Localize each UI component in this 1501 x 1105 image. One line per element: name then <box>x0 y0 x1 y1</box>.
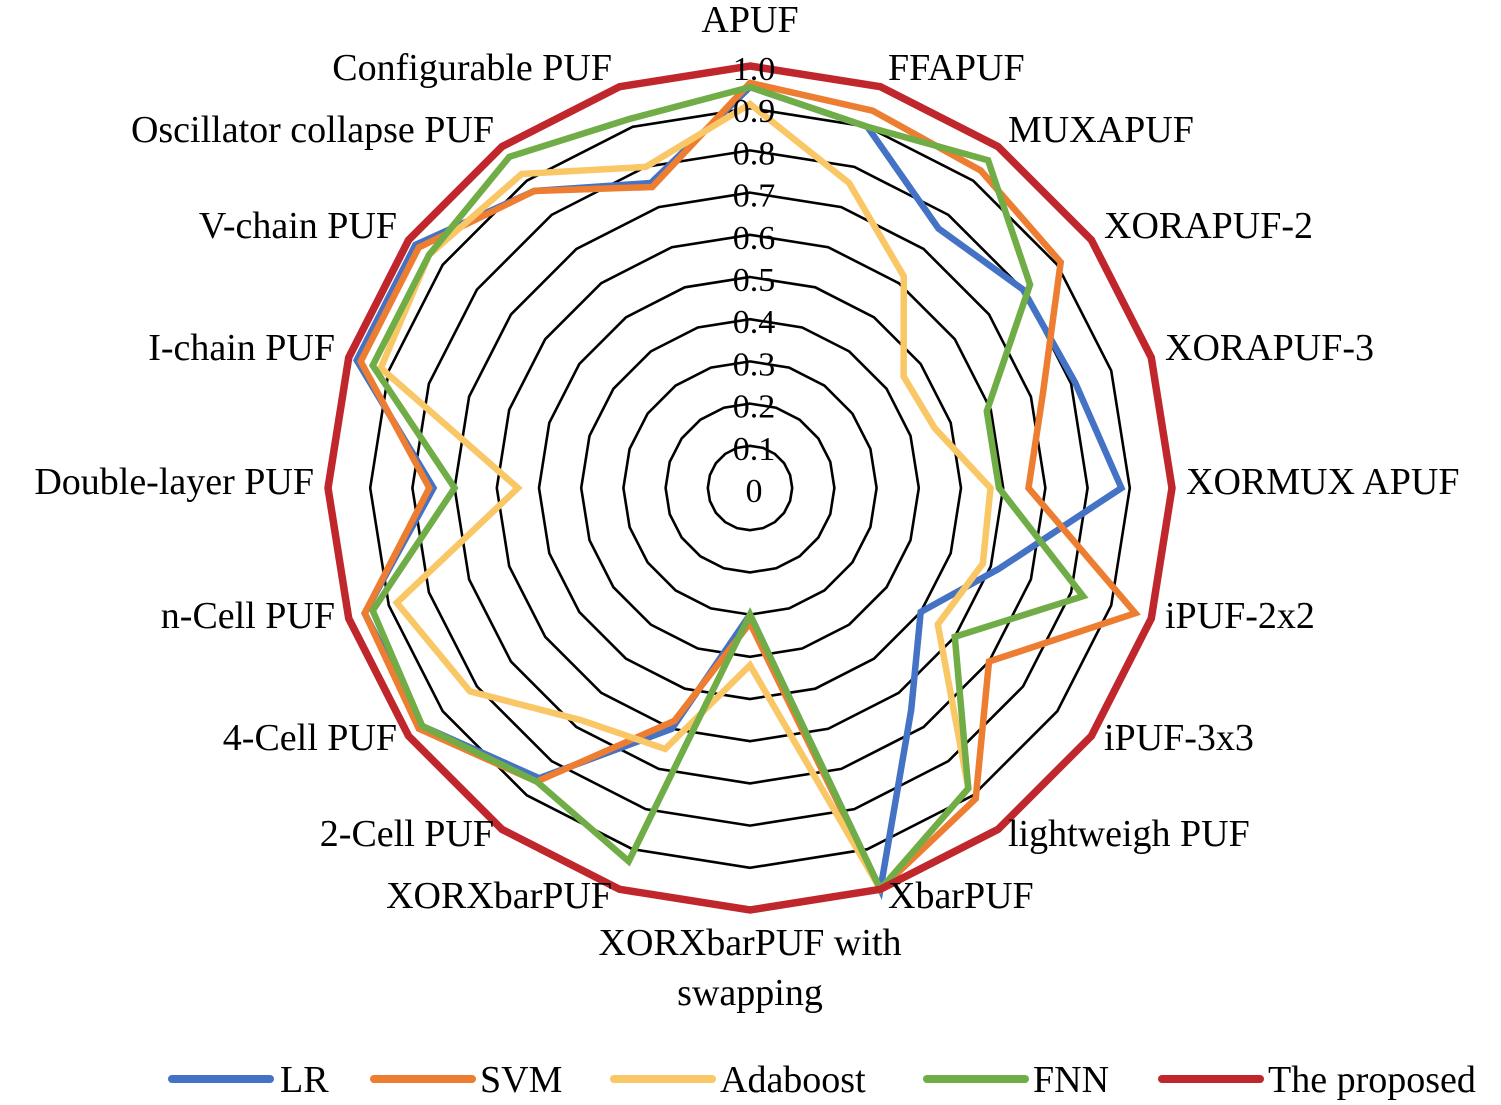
category-label: MUXAPUF <box>1008 109 1194 151</box>
tick-label: 0.6 <box>733 220 776 257</box>
legend-label-the-proposed: The proposed <box>1268 1059 1476 1101</box>
tick-label: 0.5 <box>733 262 776 299</box>
category-label: I-chain PUF <box>148 327 335 369</box>
category-label: iPUF-3x3 <box>1104 717 1254 759</box>
category-label: APUF <box>701 0 798 41</box>
grid-ring <box>453 191 1047 785</box>
category-label: Configurable PUF <box>332 47 612 89</box>
tick-label: 0 <box>746 473 763 510</box>
category-label: 2-Cell PUF <box>320 813 494 855</box>
category-label: iPUF-2x2 <box>1165 595 1315 637</box>
grid-ring <box>579 317 921 659</box>
category-labels: APUF FFAPUF MUXAPUF XORAPUF-2XORAPUF-3XORMU… <box>34 0 1459 1014</box>
grid-ring <box>368 106 1132 870</box>
category-label: Double-layer PUF <box>34 461 314 503</box>
series-line-fnn <box>368 83 1089 896</box>
tick-label: 0.9 <box>733 93 776 130</box>
category-label: V-chain PUF <box>199 205 397 247</box>
tick-label: 1.0 <box>733 51 776 88</box>
category-label: XORAPUF-2 <box>1104 205 1313 247</box>
category-label: XbarPUF <box>888 875 1034 917</box>
tick-label: 0.1 <box>733 431 776 468</box>
series-line-svm <box>357 79 1141 895</box>
tick-label: 0.8 <box>733 135 776 172</box>
category-label: XORAPUF-3 <box>1165 327 1374 369</box>
legend-label-lr: LR <box>280 1059 329 1101</box>
grid-ring <box>495 233 1005 743</box>
legend-label-svm: SVM <box>480 1059 562 1101</box>
legend-label-fnn: FNN <box>1033 1059 1109 1101</box>
series-line-the-proposed <box>324 62 1176 914</box>
category-label: n-Cell PUF <box>161 595 335 637</box>
category-label: Oscillator collapse PUF <box>131 109 494 151</box>
legend-label-adaboost: Adaboost <box>720 1059 866 1101</box>
legend: LR SVM Adaboost FNN The proposed <box>168 1059 1476 1101</box>
grid-ring <box>706 444 794 532</box>
tick-label: 0.4 <box>733 304 776 341</box>
category-label: lightweigh PUF <box>1008 813 1250 855</box>
category-label: FFAPUF <box>888 47 1025 89</box>
series-layer <box>324 62 1176 914</box>
category-label: XORMUX APUF <box>1186 461 1459 503</box>
grid-ring <box>537 275 963 701</box>
tick-label: 0.2 <box>733 389 776 426</box>
tick-label: 0.7 <box>733 178 776 215</box>
grid-ring <box>664 402 836 574</box>
tick-label: 0.3 <box>733 346 776 383</box>
category-label: 4-Cell PUF <box>223 717 397 759</box>
tick-labels: 0 0.1 0.2 0.3 0.4 0.5 0.6 0.7 0.8 0.9 1.0 <box>733 51 776 510</box>
category-label: XORXbarPUF <box>386 875 612 917</box>
